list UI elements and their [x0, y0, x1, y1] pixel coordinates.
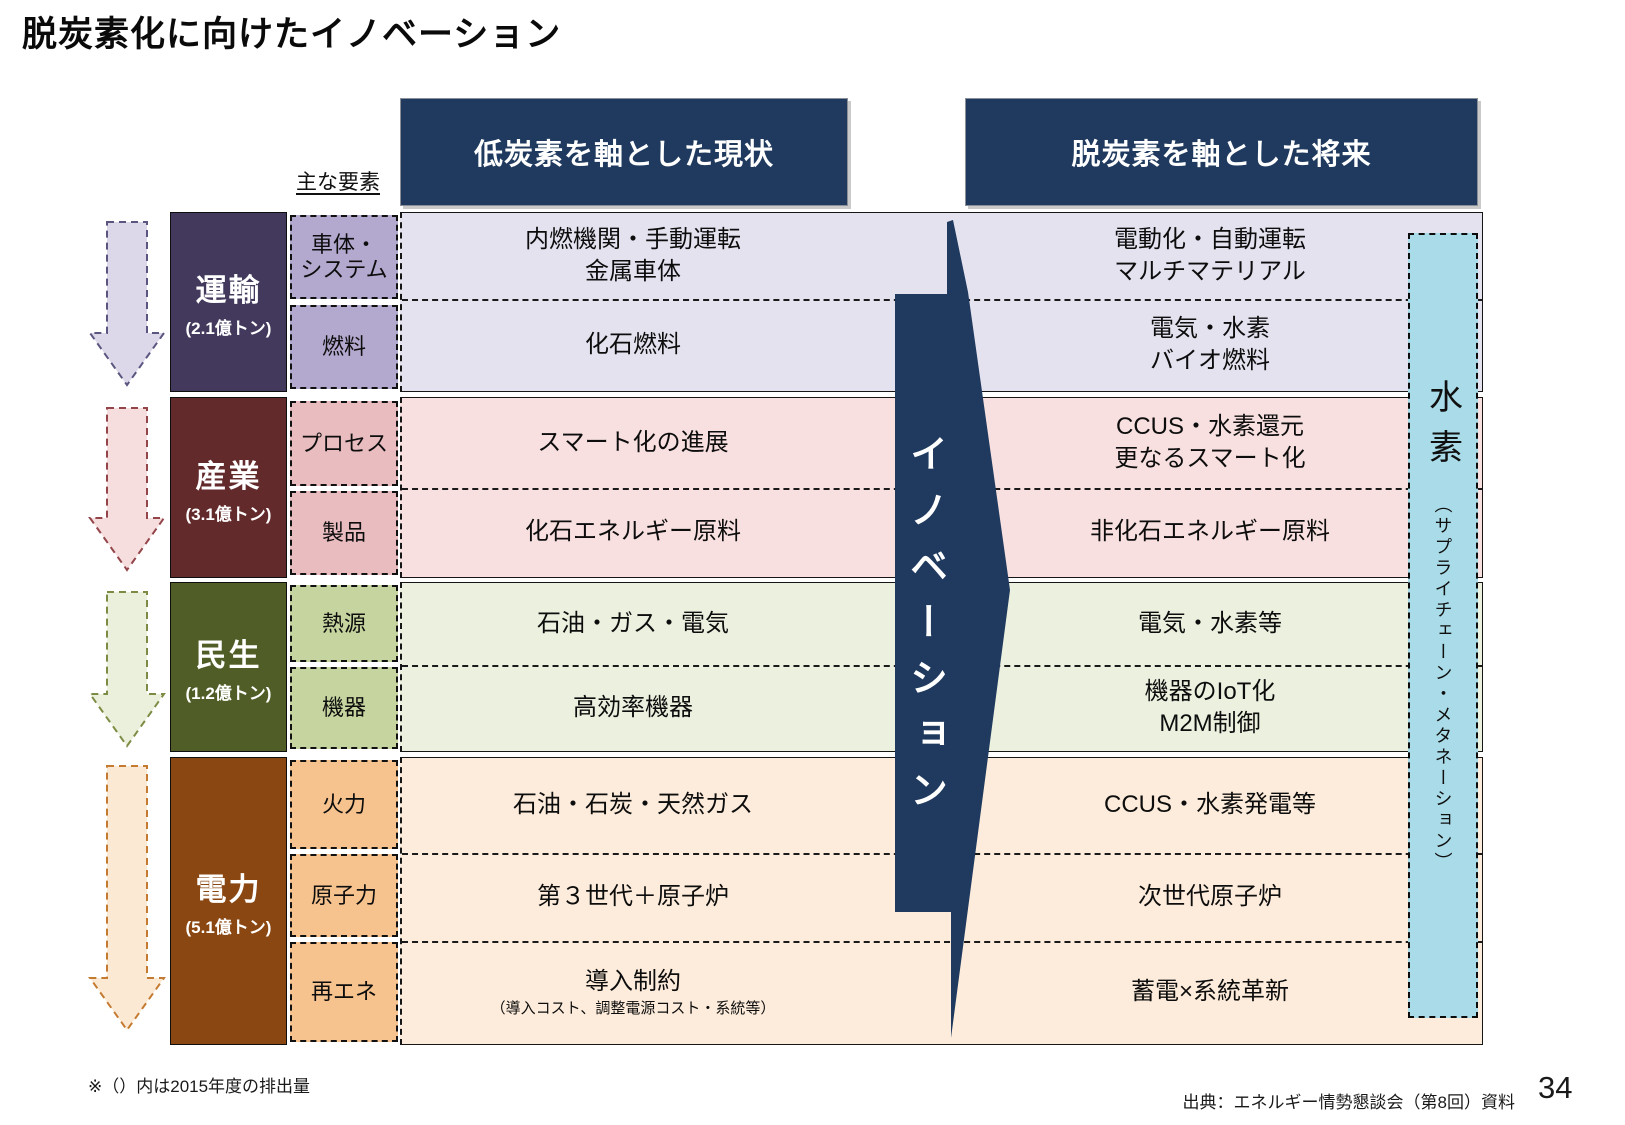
- cell-line: 非化石エネルギー原料: [1090, 518, 1330, 546]
- future-cell: 電気・水素等: [1014, 583, 1406, 665]
- cell-line: 蓄電×系統革新: [1130, 977, 1289, 1005]
- future-cell: 非化石エネルギー原料: [1014, 488, 1406, 577]
- element-label-line: 再エネ: [310, 979, 377, 1005]
- category-name: 電力: [195, 872, 262, 907]
- cell-line: バイオ燃料: [1150, 347, 1270, 374]
- cell-line: CCUS・水素還元: [1115, 412, 1304, 440]
- element-box-thermal: 火力: [290, 760, 398, 849]
- category-emission: (2.1億トン): [185, 319, 272, 338]
- element-box-renewable: 再エネ: [290, 942, 398, 1042]
- hydrogen-main-text: 水素: [1423, 378, 1462, 479]
- category-name: 民生: [195, 638, 262, 673]
- category-name: 産業: [195, 458, 262, 494]
- hydrogen-bar: 水素 （サプライチェーン・メタネーション）: [1408, 233, 1478, 1018]
- element-box-product: 製品: [290, 491, 398, 575]
- cell-line: 化石エネルギー原料: [525, 518, 741, 546]
- current-cell: 石油・ガス・電気: [404, 583, 862, 665]
- cell-line: 高効率機器: [573, 693, 693, 721]
- element-label-line: プロセス: [299, 430, 388, 456]
- category-emission: (1.2億トン): [185, 684, 272, 703]
- innovation-arrow-label: イノベーション: [893, 340, 957, 920]
- current-cell: 石油・石炭・天然ガス: [404, 758, 862, 853]
- element-label-line: 車体・: [310, 231, 377, 257]
- cell-line: M2M制御: [1159, 710, 1261, 737]
- cell-note: （導入コスト、調整電源コスト・系統等）: [490, 1000, 776, 1018]
- cell-line: 石油・ガス・電気: [537, 609, 729, 637]
- element-box-fuel: 燃料: [290, 305, 398, 389]
- element-box-body-system: 車体・ システム: [290, 215, 398, 299]
- element-label-line: 火力: [321, 791, 366, 817]
- cell-line: 導入制約: [585, 967, 681, 995]
- main-elements-label: 主な要素: [296, 171, 380, 194]
- element-label-line: システム: [300, 257, 388, 282]
- category-emission: (5.1億トン): [185, 918, 272, 937]
- future-cell: 次世代原子炉: [1014, 853, 1406, 941]
- category-box-transport: 運輸 (2.1億トン): [170, 212, 287, 392]
- cell-line: 次世代原子炉: [1138, 882, 1282, 910]
- future-cell: 機器のIoT化 M2M制御: [1014, 665, 1406, 751]
- cell-line: スマート化の進展: [537, 428, 729, 456]
- down-arrow-residential-icon: [88, 591, 166, 748]
- element-box-process: プロセス: [290, 401, 398, 486]
- down-arrow-power-icon: [88, 765, 166, 1032]
- current-cell: スマート化の進展: [404, 398, 862, 488]
- element-box-nuclear: 原子力: [290, 854, 398, 937]
- header-future-state: 脱炭素を軸とした将来: [965, 98, 1478, 206]
- innovation-vertical-text: イノベーション: [903, 434, 946, 826]
- footnote: ※（）内は2015年度の排出量: [88, 1077, 311, 1096]
- header-current-state: 低炭素を軸とした現状: [400, 98, 848, 206]
- cell-line: 石油・石炭・天然ガス: [513, 791, 753, 819]
- cell-line: 第３世代＋原子炉: [537, 882, 729, 910]
- cell-line: 電動化・自動運転: [1114, 225, 1306, 253]
- cell-line: 機器のIoT化: [1144, 677, 1276, 705]
- down-arrow-transport-icon: [88, 221, 166, 387]
- future-cell: CCUS・水素還元 更なるスマート化: [1014, 398, 1406, 488]
- future-cell: 蓄電×系統革新: [1014, 941, 1406, 1043]
- current-cell: 第３世代＋原子炉: [404, 853, 862, 941]
- element-label-line: 原子力: [310, 882, 377, 908]
- current-cell: 化石エネルギー原料: [404, 488, 862, 577]
- category-box-industry: 産業 (3.1億トン): [170, 397, 287, 578]
- down-arrow-industry-icon: [88, 407, 166, 572]
- element-box-equipment: 機器: [290, 667, 398, 749]
- current-cell: 導入制約 （導入コスト、調整電源コスト・系統等）: [404, 941, 862, 1043]
- hydrogen-bar-label: 水素 （サプライチェーン・メタネーション）: [1419, 379, 1468, 873]
- cell-line: 電気・水素等: [1138, 609, 1282, 637]
- future-cell: 電動化・自動運転 マルチマテリアル: [1014, 213, 1406, 299]
- category-name: 運輸: [195, 273, 262, 308]
- current-cell: 内燃機関・手動運転 金属車体: [404, 213, 862, 299]
- cell-line: CCUS・水素発電等: [1103, 791, 1316, 819]
- cell-line: 内燃機関・手動運転: [525, 225, 741, 253]
- source-credit: 出典：エネルギー情勢懇談会（第8回）資料: [1182, 1093, 1515, 1112]
- current-cell: 化石燃料: [404, 299, 862, 391]
- element-label-line: 機器: [321, 695, 366, 721]
- page-number: 34: [1538, 1070, 1573, 1105]
- cell-line: 金属車体: [585, 258, 681, 285]
- current-cell: 高効率機器: [404, 665, 862, 751]
- cell-line: 電気・水素: [1150, 314, 1270, 342]
- cell-line: 更なるスマート化: [1114, 445, 1306, 472]
- hydrogen-sub-text: （サプライチェーン・メタネーション）: [1432, 494, 1453, 873]
- element-label-line: 熱源: [321, 610, 366, 636]
- category-box-residential: 民生 (1.2億トン): [170, 582, 287, 752]
- cell-line: 化石燃料: [585, 330, 681, 358]
- element-box-heat-source: 熱源: [290, 585, 398, 662]
- future-cell: 電気・水素 バイオ燃料: [1014, 299, 1406, 391]
- cell-line: マルチマテリアル: [1114, 258, 1306, 285]
- future-cell: CCUS・水素発電等: [1014, 758, 1406, 853]
- category-box-power: 電力 (5.1億トン): [170, 757, 287, 1045]
- element-label-line: 製品: [321, 520, 366, 546]
- element-label-line: 燃料: [321, 334, 366, 360]
- page-title: 脱炭素化に向けたイノベーション: [22, 15, 562, 54]
- category-emission: (3.1億トン): [185, 504, 272, 524]
